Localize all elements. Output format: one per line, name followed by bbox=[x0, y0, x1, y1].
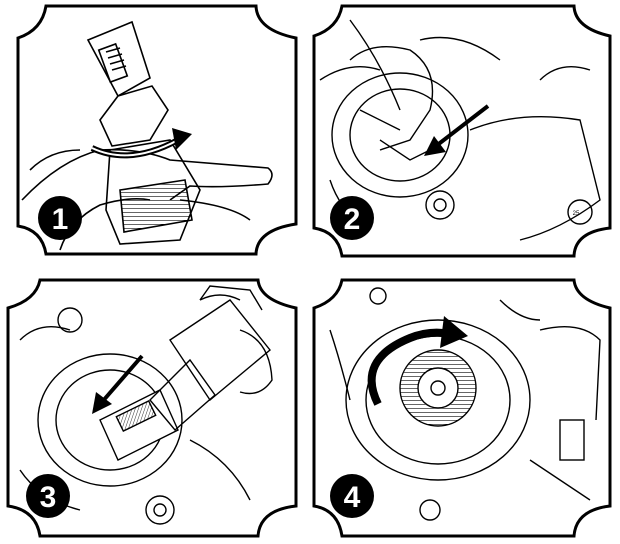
step-badge-3: 3 bbox=[26, 474, 70, 518]
rotate-arrow-icon bbox=[367, 316, 468, 406]
panel-step-2: 25 2 bbox=[312, 4, 612, 258]
panel-step-3: 3 bbox=[6, 278, 298, 538]
step-badge-1: 1 bbox=[38, 196, 82, 240]
panel-step-1: 1 bbox=[16, 4, 298, 256]
part-number-label: 25 bbox=[573, 211, 580, 217]
step-badge-2: 2 bbox=[330, 196, 374, 240]
svg-text:4: 4 bbox=[344, 481, 361, 514]
led-bulb-illustration bbox=[21, 20, 273, 251]
svg-text:2: 2 bbox=[344, 203, 361, 236]
pointer-arrow-icon bbox=[424, 104, 490, 156]
rotate-arrow-icon bbox=[90, 128, 192, 159]
headlamp-housing-illustration bbox=[19, 285, 273, 525]
panel-step-4: 4 bbox=[312, 278, 612, 538]
svg-text:3: 3 bbox=[40, 481, 57, 514]
svg-text:1: 1 bbox=[52, 203, 69, 236]
pointer-arrow-icon bbox=[92, 354, 144, 414]
headlamp-housing-illustration bbox=[329, 287, 601, 521]
step-badge-4: 4 bbox=[330, 474, 374, 518]
